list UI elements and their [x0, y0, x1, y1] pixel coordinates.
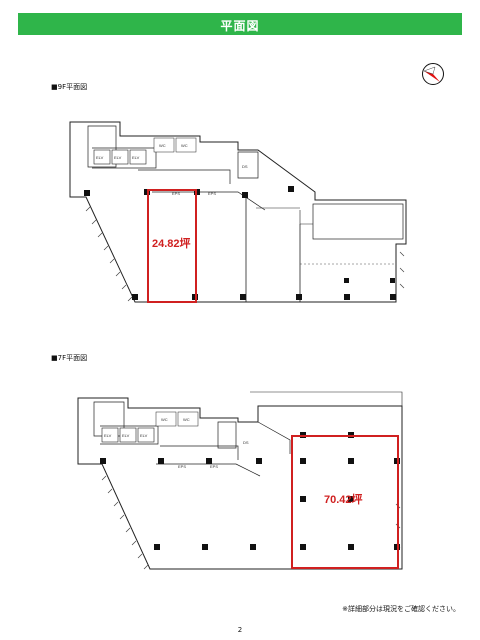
floor-plan-9f: ELV ELV ELV WC WC DS EPS EPS 24.82坪 [60, 112, 420, 307]
wc-label: WC [183, 417, 190, 422]
elv-label: ELV [114, 155, 122, 160]
elv-label: ELV [96, 155, 104, 160]
ds-label: DS [242, 164, 248, 169]
plan-9f-area: 24.82坪 [152, 237, 191, 250]
elv-label: ELV [122, 433, 130, 438]
elv-label: ELV [140, 433, 148, 438]
eps-label: EPS [172, 191, 180, 196]
wc-label: WC [181, 143, 188, 148]
elv-label: ELV [104, 433, 112, 438]
page-number: 2 [237, 626, 243, 634]
page-header: 平面図 [18, 13, 462, 35]
eps-label: EPS [208, 191, 216, 196]
plan-9f-label: ■9F平面図 [51, 83, 88, 91]
elv-label: ELV [132, 155, 140, 160]
page-title: 平面図 [220, 19, 260, 33]
eps-label: EPS [210, 464, 218, 469]
floor-plan-7f: ELV ELV ELV WC WC DS EPS EPS 70.42坪 [60, 384, 420, 579]
plan-7f-area: 70.42坪 [324, 493, 363, 506]
ds-label: DS [243, 440, 249, 445]
wc-label: WC [159, 143, 166, 148]
footer-note: ※詳細部分は現況をご確認ください。 [342, 605, 460, 613]
plan-7f-label: ■7F平面図 [51, 354, 88, 362]
wc-label: WC [161, 417, 168, 422]
eps-label: EPS [178, 464, 186, 469]
north-arrow-icon [422, 63, 444, 85]
